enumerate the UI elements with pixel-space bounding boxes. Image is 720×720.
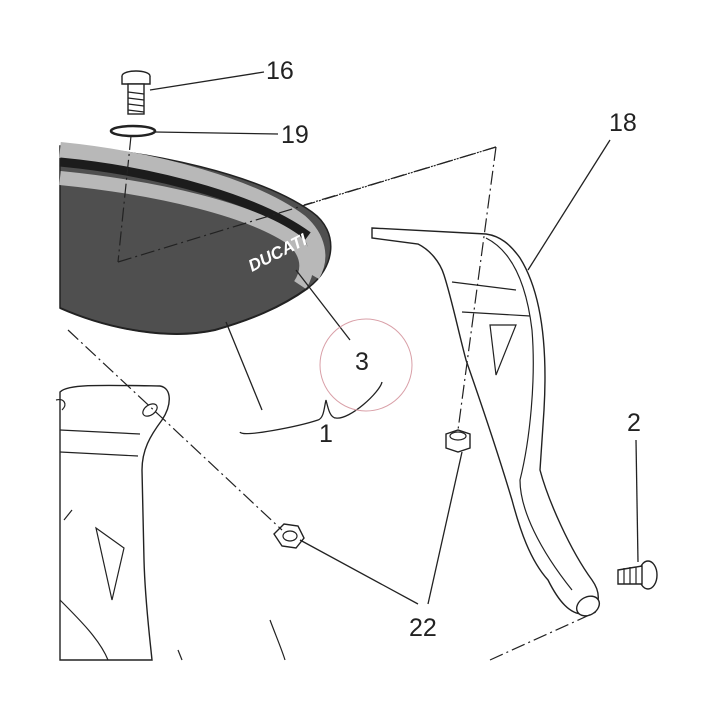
callout-3: 3 (355, 348, 369, 376)
callout-18: 18 (609, 109, 637, 137)
nut-22-left (273, 523, 305, 549)
callout-1: 1 (319, 420, 333, 448)
fairing-body (55, 384, 286, 661)
bracket-cutout (489, 324, 517, 376)
callout-16: 16 (266, 57, 294, 85)
nut-22-right (445, 429, 471, 453)
windscreen-visor: DUCATI (59, 142, 332, 335)
callout-19: 19 (281, 121, 309, 149)
washer-19 (109, 124, 157, 138)
bracket-part-18 (371, 227, 601, 617)
leader-lines (149, 71, 639, 605)
fairing-cutout (95, 526, 125, 601)
screw-16 (121, 70, 151, 115)
assembly-axes (67, 135, 597, 661)
callout-22: 22 (409, 614, 437, 642)
callout-2: 2 (627, 409, 641, 437)
screw-2 (617, 560, 658, 590)
highlight-circle (319, 318, 413, 412)
